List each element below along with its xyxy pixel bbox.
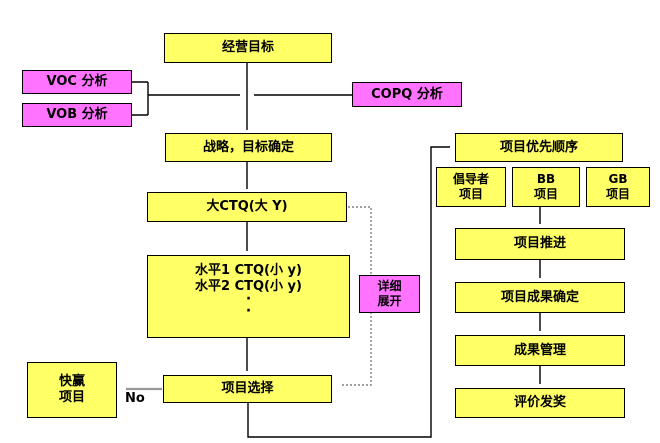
node-result-management-label: 成果管理 [513,342,566,358]
champion-line2: 项目 [458,187,483,201]
node-project-select-label: 项目选择 [221,381,274,397]
node-voc-label: VOC 分析 [46,74,108,90]
quick-win-line1: 快赢 [58,374,85,390]
node-project-select: 项目选择 [163,375,332,403]
node-copq-label: COPQ 分析 [371,86,443,102]
ctq-level2-label: 水平2 CTQ(小 y) [195,278,302,294]
ctq-level1-label: 水平1 CTQ(小 y) [195,263,302,278]
node-project-promote-label: 项目推进 [513,236,566,252]
node-project-outcome-label: 项目成果确定 [500,289,579,305]
node-project-priority: 项目优先顺序 [455,133,623,162]
node-strategy-label: 战略，目标确定 [202,139,294,155]
quick-win-line2: 项目 [58,390,85,405]
node-champion-project: 倡导者 项目 [436,167,506,207]
no-branch-label: No [125,391,145,406]
node-big-ctq-label: 大CTQ(大 Y) [206,199,288,215]
node-business-goal: 经营目标 [164,33,332,63]
node-vob-label: VOB 分析 [46,107,108,123]
node-ctq-levels: 水平1 CTQ(小 y) 水平2 CTQ(小 y) · · [147,255,350,338]
bb-line2: 项目 [533,187,558,201]
line-voc-vob-bracket [132,81,149,116]
bb-line1: BB [536,172,556,186]
node-project-outcome: 项目成果确定 [455,282,625,313]
node-copq-analysis: COPQ 分析 [352,82,462,107]
node-business-goal-label: 经营目标 [221,40,274,56]
node-project-promote: 项目推进 [455,228,625,260]
champion-line1: 倡导者 [452,172,489,186]
node-big-ctq: 大CTQ(大 Y) [147,192,347,222]
node-bb-project: BB 项目 [512,167,580,207]
node-quick-win: 快赢 项目 [27,362,117,418]
ctq-ellipsis-dot: · [245,291,252,308]
node-strategy-goal: 战略，目标确定 [165,133,332,162]
detail-expand-line1: 详细 [377,279,402,293]
node-vob-analysis: VOB 分析 [22,103,132,127]
node-voc-analysis: VOC 分析 [22,70,132,94]
node-detail-expand: 详细 展开 [359,275,420,313]
node-project-priority-label: 项目优先顺序 [499,139,578,155]
node-evaluation-award: 评价发奖 [455,388,625,418]
gb-line2: 项目 [605,187,630,201]
node-evaluation-award-label: 评价发奖 [513,395,566,411]
node-result-management: 成果管理 [455,335,625,366]
detail-expand-line2: 展开 [377,294,402,308]
ctq-ellipsis-dot: · [245,303,252,320]
arrow-select-to-priority [247,146,450,438]
node-gb-project: GB 项目 [586,167,650,207]
gb-line1: GB [608,172,628,186]
